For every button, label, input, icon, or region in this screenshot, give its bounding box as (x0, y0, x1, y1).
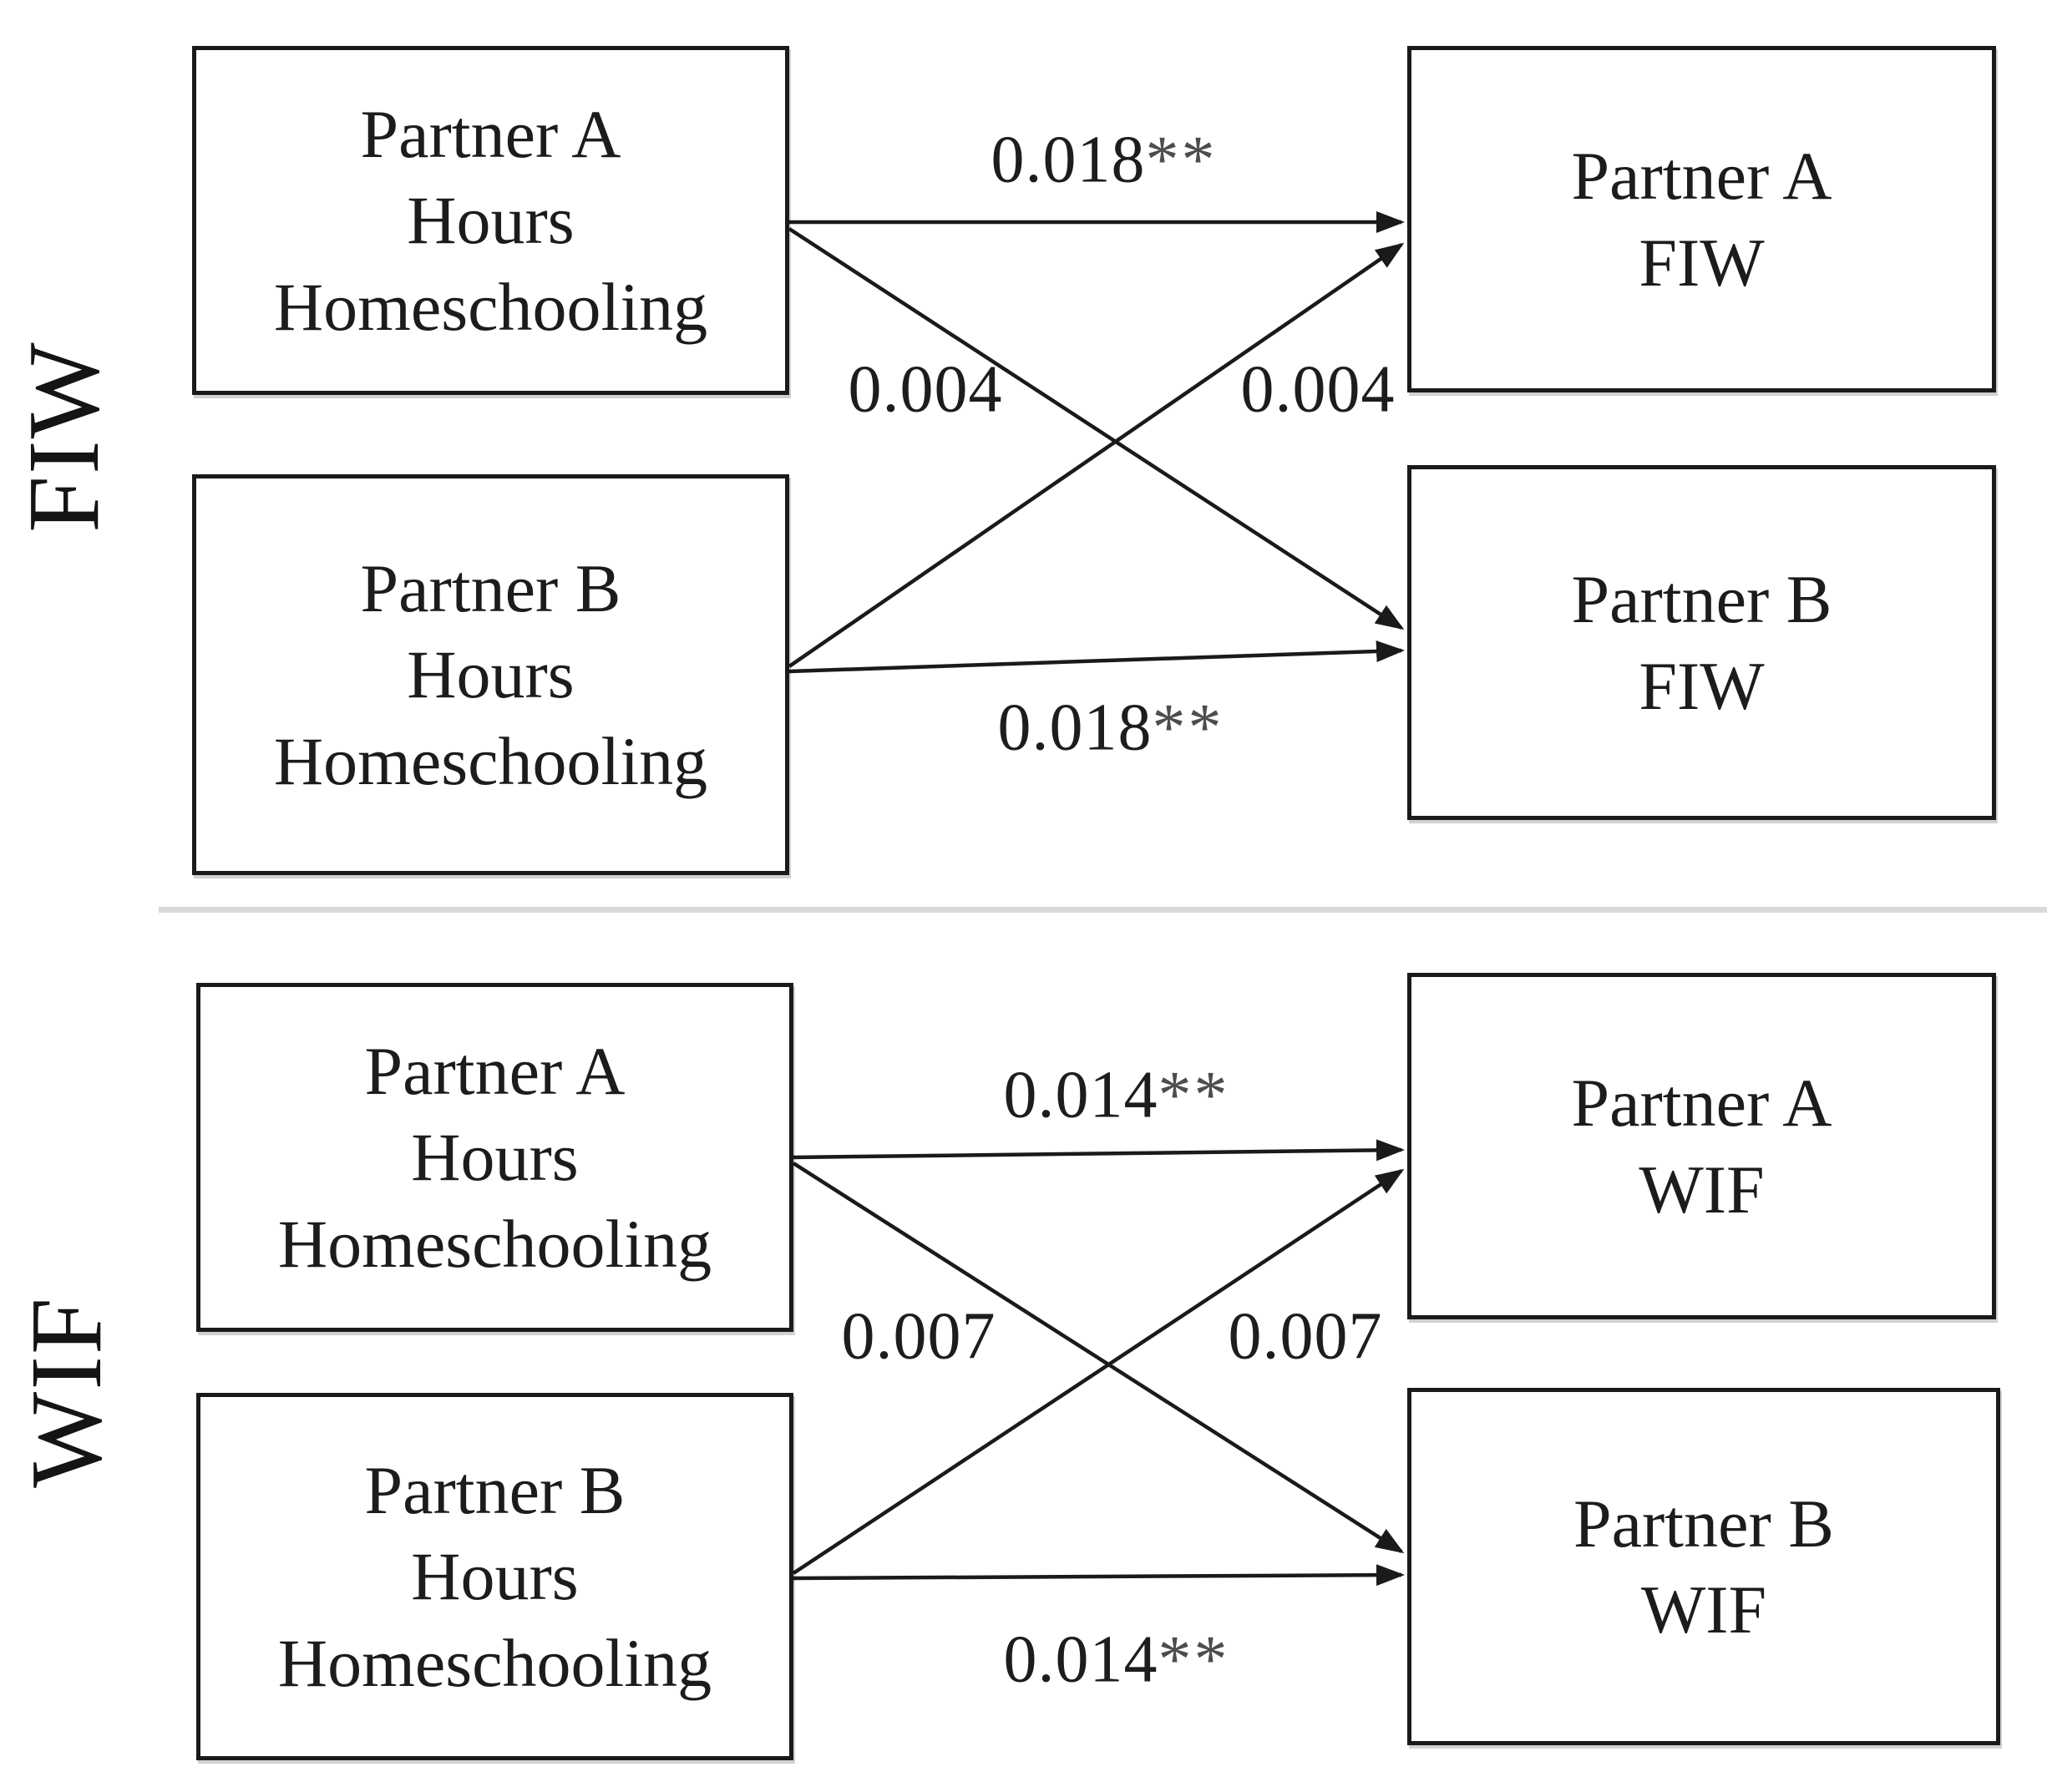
coef-wif-actor-b: 0.014** (1003, 1622, 1230, 1697)
arrow-wif-actor-a (793, 1139, 1405, 1162)
box-line: Partner A (1571, 138, 1832, 215)
arrow-fiw-partner-b-to-a (788, 242, 1405, 668)
box-line: Partner A (360, 96, 621, 173)
coef-wif-partner-left: 0.007 (841, 1299, 996, 1374)
coef-wif-partner-right: 0.007 (1228, 1299, 1383, 1374)
box-wif-partner-b-hours-homeschooling: Partner B Hours Homeschooling (196, 1393, 793, 1760)
box-line: WIF (1640, 1572, 1767, 1648)
box-line: Partner A (364, 1033, 626, 1110)
wif-panel-label: WIF (10, 1296, 123, 1488)
box-line: Homeschooling (273, 722, 708, 799)
box-line: Homeschooling (277, 1624, 712, 1701)
box-wif-partner-b: Partner B WIF (1407, 1388, 2000, 1745)
box-fiw-partner-b: Partner B FIW (1407, 465, 1996, 820)
box-line: Hours (407, 636, 575, 713)
box-line: Partner B (360, 550, 621, 627)
box-fiw-partner-a: Partner A FIW (1407, 46, 1996, 392)
box-line: FIW (1639, 224, 1765, 301)
arrow-wif-actor-b (793, 1564, 1405, 1587)
coef-fiw-actor-b: 0.018** (997, 691, 1224, 765)
box-line: Partner B (1571, 561, 1832, 638)
box-wif-partner-a: Partner A WIF (1407, 973, 1996, 1319)
arrow-fiw-partner-a-to-b (788, 227, 1405, 630)
box-line: Hours (407, 182, 575, 259)
box-fiw-partner-a-hours-homeschooling: Partner A Hours Homeschooling (192, 46, 789, 395)
box-line: Partner A (1571, 1065, 1832, 1142)
box-line: Partner B (364, 1452, 626, 1529)
box-line: Hours (411, 1538, 579, 1615)
box-line: WIF (1639, 1151, 1765, 1228)
box-line: Hours (411, 1119, 579, 1196)
panel-divider (159, 907, 2047, 913)
box-wif-partner-a-hours-homeschooling: Partner A Hours Homeschooling (196, 983, 793, 1332)
coef-wif-actor-a: 0.014** (1003, 1058, 1230, 1132)
coef-fiw-actor-a: 0.018** (991, 123, 1218, 197)
coef-fiw-partner-right: 0.004 (1240, 352, 1396, 427)
box-line: FIW (1639, 647, 1765, 724)
box-line: Homeschooling (273, 268, 708, 345)
arrow-fiw-actor-b (788, 640, 1405, 674)
coef-fiw-partner-left: 0.004 (848, 352, 1003, 427)
box-line: Partner B (1573, 1485, 1834, 1562)
box-line: Homeschooling (277, 1205, 712, 1282)
box-fiw-partner-b-hours-homeschooling: Partner B Hours Homeschooling (192, 474, 789, 875)
fiw-panel-label: FIW (8, 341, 120, 533)
